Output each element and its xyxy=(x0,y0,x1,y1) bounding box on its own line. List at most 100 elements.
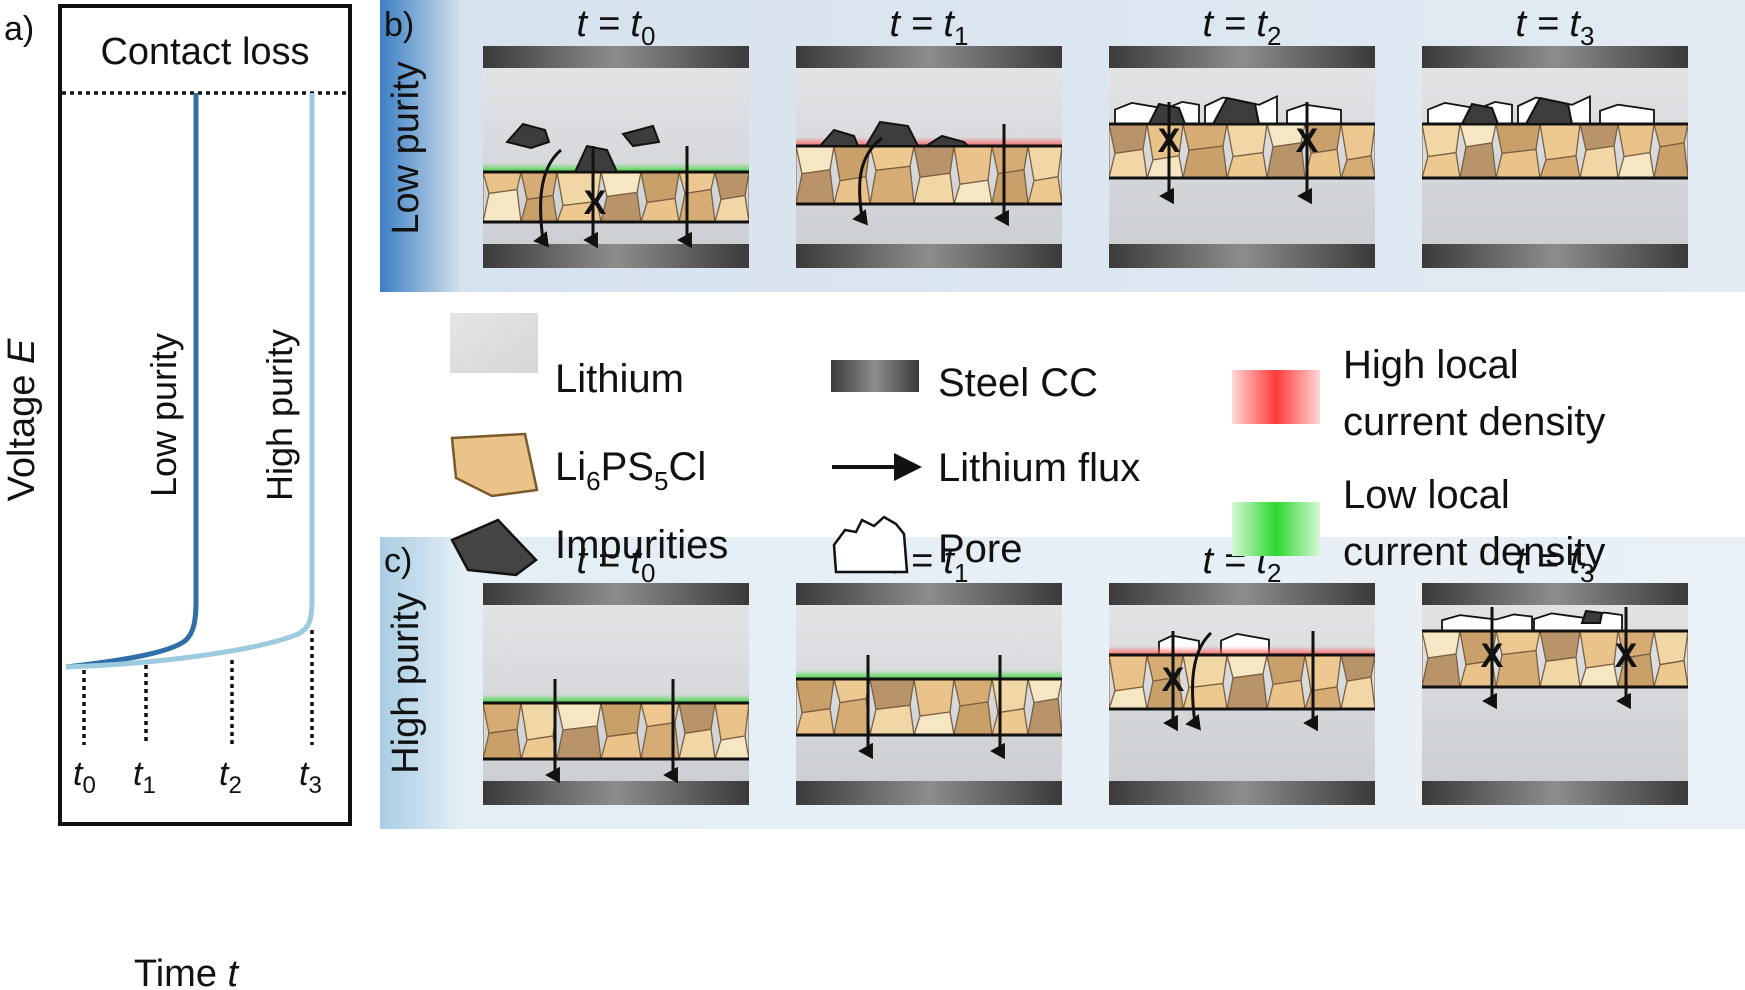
impurity xyxy=(922,134,971,147)
time-label: t = t3 xyxy=(1516,3,1595,51)
grain xyxy=(1539,656,1581,688)
grain xyxy=(678,188,716,223)
legend-low-current-label-2: current density xyxy=(1343,530,1605,574)
panel-b-row-label: Low purity xyxy=(385,61,427,234)
impurity xyxy=(1524,96,1574,125)
y-axis-label: Voltage E xyxy=(1,338,43,501)
legend-low-current-swatch xyxy=(1232,502,1320,556)
legend-lithium-label: Lithium xyxy=(555,357,684,401)
legend-high-current-label-2: current density xyxy=(1343,400,1605,444)
grain xyxy=(869,165,915,205)
grain xyxy=(991,678,1029,714)
legend-steel-swatch xyxy=(831,360,919,392)
legend-lithium-swatch xyxy=(450,313,538,373)
steel-cc-top xyxy=(483,583,749,605)
grain xyxy=(953,701,993,736)
steel-cc-bottom xyxy=(1109,244,1375,268)
grain xyxy=(953,145,993,185)
time-label: t = t2 xyxy=(1203,3,1282,51)
impurity xyxy=(1580,609,1604,624)
grain xyxy=(1340,155,1375,179)
contact-loss-label: Contact loss xyxy=(100,31,309,73)
impurity xyxy=(621,124,661,148)
grain xyxy=(796,707,835,736)
panel-c-label: c) xyxy=(384,542,412,580)
panel-a: a) Contact loss Low purity High purity t… xyxy=(1,4,352,990)
grain xyxy=(714,735,749,760)
grain xyxy=(796,678,835,714)
legend-flux-arrow-head xyxy=(894,453,922,481)
lithium-flux-arrow xyxy=(852,136,883,226)
grain xyxy=(1495,148,1541,179)
legend-electrolyte-swatch xyxy=(450,432,539,498)
impurity xyxy=(573,144,619,173)
grain xyxy=(1109,654,1148,692)
grain xyxy=(600,731,642,760)
impurity xyxy=(1211,96,1261,125)
steel-cc-top xyxy=(483,46,749,68)
legend-high-current-label-1: High local xyxy=(1343,343,1519,387)
grain xyxy=(483,728,522,760)
lithium-flux-arrow xyxy=(533,148,562,248)
grain xyxy=(953,179,993,205)
grain xyxy=(1653,659,1688,688)
pore xyxy=(1441,613,1533,632)
grain xyxy=(869,678,915,711)
cell-body xyxy=(796,46,1062,268)
grain xyxy=(600,191,642,223)
cell-body xyxy=(796,583,1062,805)
panel-c-row-label: High purity xyxy=(385,592,427,774)
grain xyxy=(520,194,558,223)
grain xyxy=(913,711,955,736)
legend-impurities-label: Impurities xyxy=(555,523,728,567)
grain xyxy=(869,704,915,736)
low-purity-curve-label: Low purity xyxy=(143,333,184,497)
steel-cc-top xyxy=(796,46,1062,68)
grain xyxy=(678,728,716,760)
blocked-flux-marker: X xyxy=(1162,661,1185,699)
steel-cc-bottom xyxy=(483,781,749,805)
cell-0: t = t0 xyxy=(483,540,749,805)
high-purity-curve-label: High purity xyxy=(259,329,300,501)
plot-frame xyxy=(58,4,352,826)
grain xyxy=(556,725,602,760)
grain xyxy=(714,194,749,223)
panel-b-label: b) xyxy=(384,6,414,44)
blocked-flux-marker: X xyxy=(1615,637,1638,675)
steel-cc-bottom xyxy=(796,244,1062,268)
grain xyxy=(796,169,835,205)
grain xyxy=(1422,123,1461,158)
grain xyxy=(1182,654,1228,689)
lithium-region xyxy=(483,46,749,268)
lithium-flux-arrow xyxy=(1185,631,1213,731)
steel-cc-top xyxy=(1109,46,1375,68)
grain xyxy=(1579,630,1619,669)
grain xyxy=(1027,697,1062,736)
grain xyxy=(991,169,1029,205)
cell-body xyxy=(1422,46,1688,268)
grain xyxy=(833,697,871,736)
grain xyxy=(1266,679,1306,710)
grain xyxy=(1617,151,1655,179)
legend-steel-label: Steel CC xyxy=(938,361,1098,405)
cell-body xyxy=(483,583,749,805)
grain xyxy=(1340,676,1375,710)
grain xyxy=(1304,654,1342,692)
impurity xyxy=(817,128,860,147)
grain xyxy=(1539,123,1581,161)
grain xyxy=(1653,630,1688,666)
cell-body: X xyxy=(483,46,749,268)
grain xyxy=(483,188,522,223)
grain xyxy=(1539,630,1581,663)
steel-cc-bottom xyxy=(1422,781,1688,805)
grain xyxy=(1027,145,1062,182)
high-purity-curve xyxy=(65,93,315,670)
steel-cc-bottom xyxy=(1422,244,1688,268)
x-axis-label: Time t xyxy=(134,953,240,990)
